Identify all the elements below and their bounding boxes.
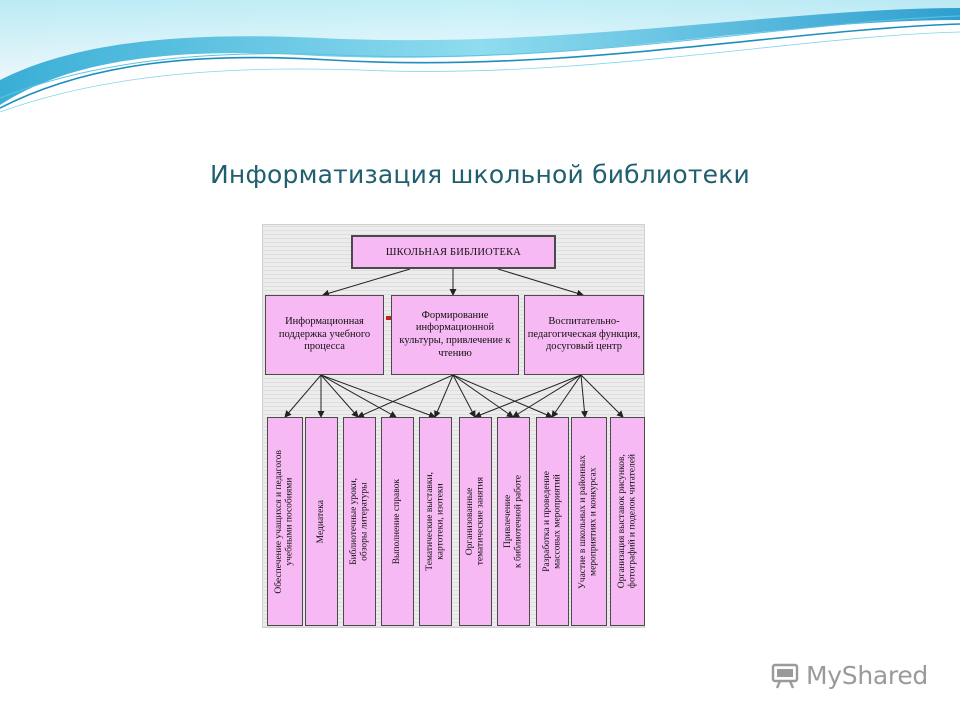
library-structure-diagram: ШКОЛЬНАЯ БИБЛИОТЕКА Информационная подде… — [262, 224, 645, 628]
activity-box: Обеспечение учащихся и педагогов учебным… — [267, 417, 303, 626]
activity-label: Тематические выставки, картотеки, изотек… — [424, 472, 446, 571]
function-label: Формирование информационной культуры, пр… — [399, 309, 511, 359]
activity-box: Организация выставок рисунков, фотографи… — [610, 417, 645, 626]
activity-label: Библиотечные уроки, обзоры литературы — [348, 478, 370, 565]
activity-label: Разработка и проведение массовых меропри… — [541, 471, 563, 572]
brand-name: MyShared — [806, 660, 928, 690]
function-box-educational: Воспитательно-педагогическая функция, до… — [524, 295, 644, 375]
activity-label: Организация выставок рисунков, фотографи… — [616, 454, 638, 589]
activity-box: Организованные тематические занятия — [459, 417, 492, 626]
presentation-board-icon — [771, 663, 799, 689]
activity-box: Медиатека — [305, 417, 338, 626]
function-label: Воспитательно-педагогическая функция, до… — [527, 316, 641, 353]
header-wave-decoration — [0, 0, 960, 113]
activity-label: Организованные тематические занятия — [464, 477, 486, 566]
activity-box: Тематические выставки, картотеки, изотек… — [419, 417, 452, 626]
root-box: ШКОЛЬНАЯ БИБЛИОТЕКА — [351, 235, 556, 269]
activity-label: Привлечение к библиотечной работе — [502, 475, 524, 568]
connector-lines — [284, 268, 624, 419]
activity-box: Библиотечные уроки, обзоры литературы — [343, 417, 376, 626]
slide-title: Информатизация школьной библиотеки — [210, 160, 750, 189]
activity-label: Медиатека — [316, 499, 327, 544]
activity-box: Привлечение к библиотечной работе — [497, 417, 530, 626]
myshared-logo[interactable]: MyShared — [770, 658, 928, 692]
root-label: ШКОЛЬНАЯ БИБЛИОТЕКА — [385, 246, 522, 258]
activity-label: Обеспечение учащихся и педагогов учебным… — [274, 449, 295, 594]
activity-box: Разработка и проведение массовых меропри… — [536, 417, 569, 626]
activity-label: Выполнение справок — [392, 478, 403, 565]
activity-box: Участие в школьных и районных мероприяти… — [571, 417, 607, 626]
function-box-info-culture: Формирование информационной культуры, пр… — [391, 295, 519, 375]
function-box-info-support: Информационная поддержка учебного процес… — [265, 295, 384, 375]
activity-label: Участие в школьных и районных мероприяти… — [578, 454, 599, 589]
activity-box: Выполнение справок — [381, 417, 414, 626]
function-label: Информационная поддержка учебного процес… — [278, 316, 371, 353]
